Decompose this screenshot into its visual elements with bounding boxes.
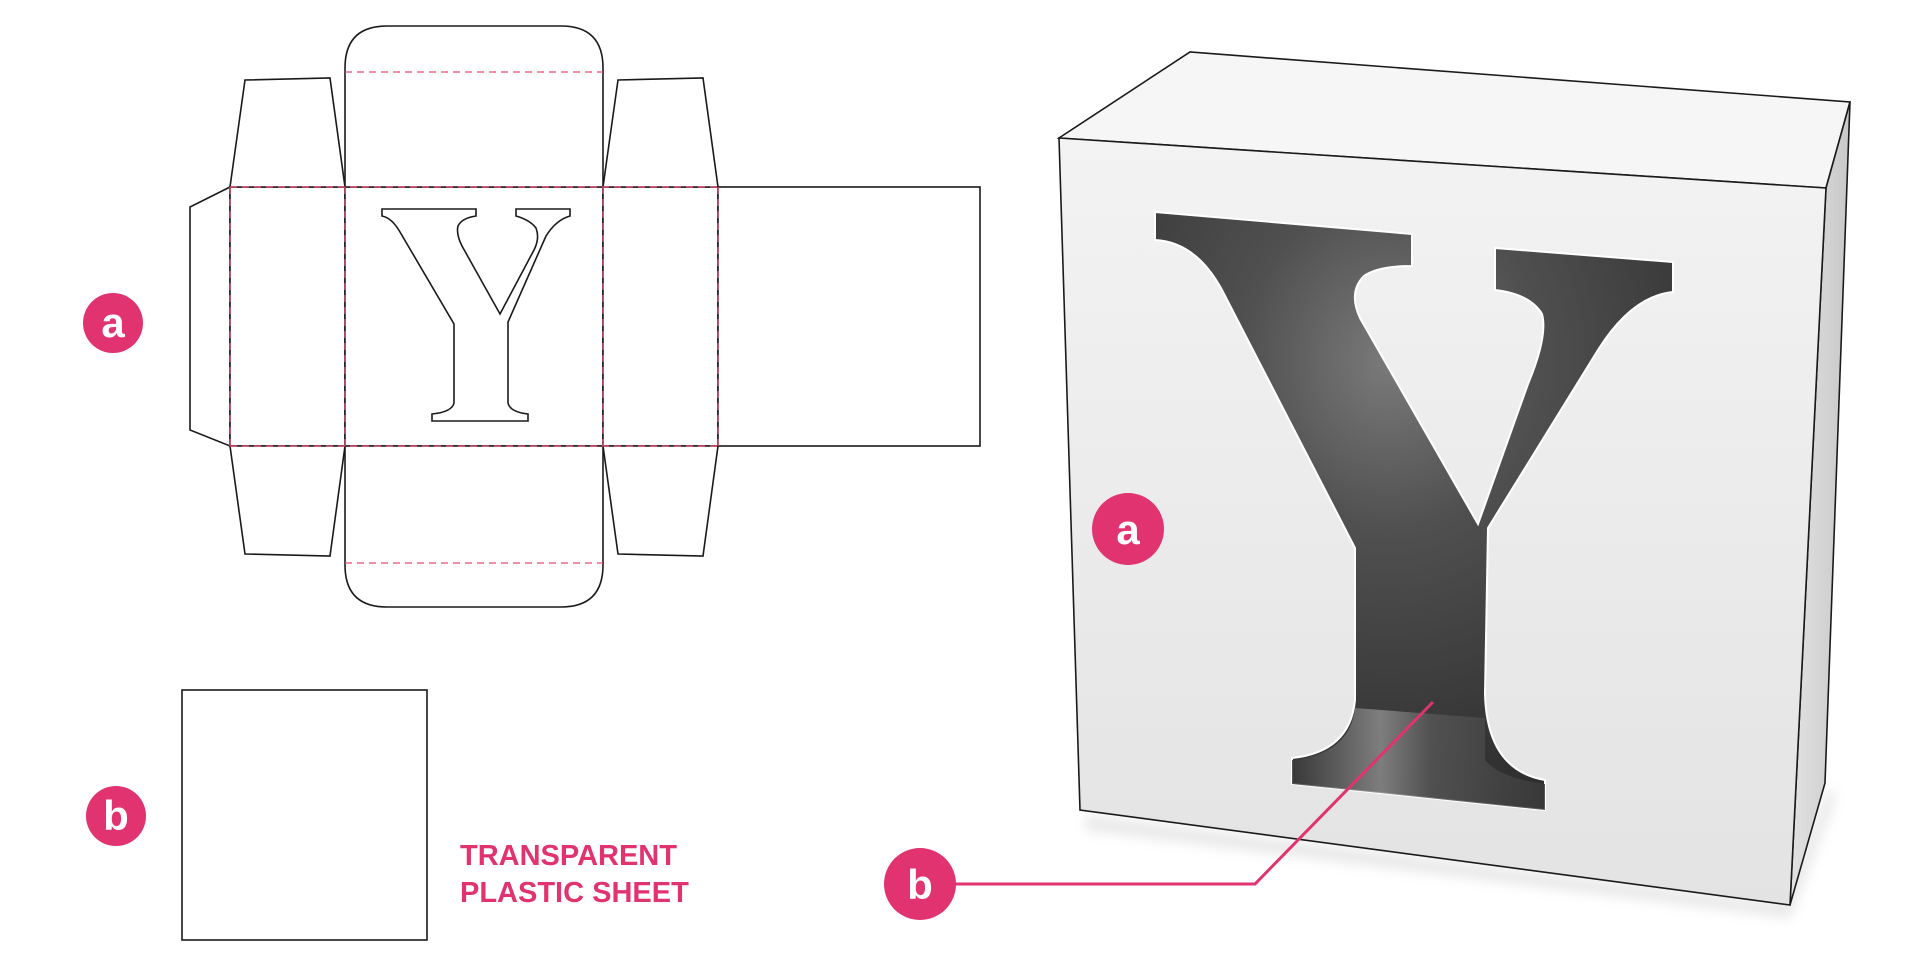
bottom-left-dust-flap <box>229 445 346 557</box>
plastic-sheet-b <box>181 689 428 941</box>
box-3d <box>1056 51 1852 918</box>
caption-line-1: TRANSPARENT <box>460 840 677 872</box>
dieline-a <box>189 25 981 608</box>
badge-b-sheet: b <box>86 786 146 846</box>
bottom-right-dust-flap <box>602 445 719 557</box>
top-tuck-flap <box>344 25 604 188</box>
svg-text:b: b <box>907 861 933 908</box>
left-side-panel <box>229 186 346 447</box>
top-left-dust-flap <box>229 77 346 188</box>
svg-text:b: b <box>103 792 129 839</box>
svg-text:a: a <box>1116 506 1140 553</box>
y-window <box>1154 210 1674 812</box>
badge-a-dieline: a <box>83 293 143 353</box>
svg-text:a: a <box>101 299 125 346</box>
window-floor-glow <box>1292 708 1545 810</box>
y-cutout-dieline <box>381 208 571 422</box>
box-shadow <box>1085 785 1835 918</box>
back-panel <box>717 186 981 447</box>
leader-line-b <box>955 700 1435 886</box>
badge-a-box: a <box>1092 493 1164 565</box>
badge-b-box: b <box>884 848 956 920</box>
left-glue-flap <box>189 185 231 448</box>
top-right-dust-flap <box>602 77 719 188</box>
caption-line-2: PLASTIC SHEET <box>460 877 689 909</box>
fold-lines <box>229 71 719 564</box>
right-side-panel <box>602 186 719 447</box>
bottom-tuck-flap <box>344 445 604 608</box>
